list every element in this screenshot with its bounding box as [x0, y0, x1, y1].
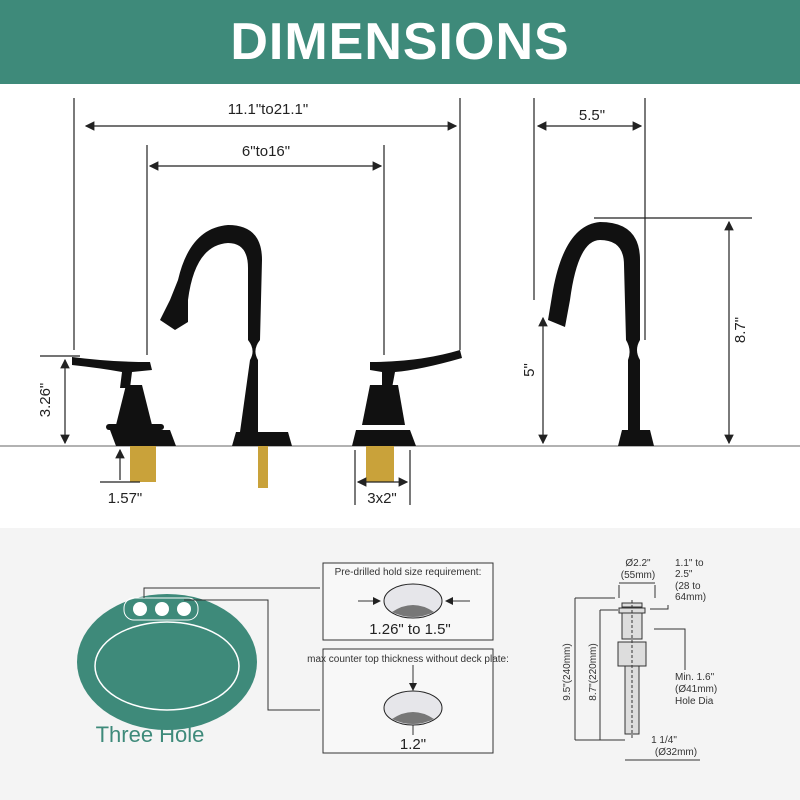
center-spout — [160, 225, 292, 488]
front-faucet-set — [72, 225, 462, 488]
drain-range: 1.1" to — [675, 558, 704, 569]
center-spread-label: 6"to16" — [242, 143, 290, 160]
hole-requirement-value: 1.26" to 1.5" — [369, 621, 451, 638]
faucet-hole — [133, 602, 147, 616]
drain-hole-dia: (Ø41mm) — [675, 684, 717, 695]
drain-hole-dia: Hole Dia — [675, 696, 714, 707]
dimension-lines — [40, 98, 752, 505]
total-height-label: 8.7" — [732, 317, 749, 343]
hole-diagrams — [383, 583, 443, 726]
base-size-label: 3x2" — [367, 490, 397, 507]
page-title: DIMENSIONS — [230, 13, 570, 71]
faucet-hole — [177, 602, 191, 616]
drain-pipe-dia-mm: (Ø32mm) — [655, 747, 697, 758]
drain-top-dia: Ø2.2" — [625, 558, 651, 569]
drain-top-dia-mm: (55mm) — [621, 570, 655, 581]
overall-width-label: 11.1"to21.1" — [228, 101, 308, 118]
faucet-hole — [155, 602, 169, 616]
drain-range: (28 to — [675, 581, 701, 592]
left-handle — [72, 357, 176, 482]
shank-length-label: 1.57" — [108, 490, 143, 507]
drain-body-length: 8.7"(220mm) — [588, 643, 599, 700]
header-banner: DIMENSIONS — [0, 0, 800, 84]
hole-requirement-title: Pre-drilled hold size requirement: — [335, 567, 482, 578]
right-handle — [352, 350, 462, 482]
counter-thickness-title: max counter top thickness without deck p… — [307, 654, 509, 665]
sink-type-label: Three Hole — [96, 722, 205, 747]
drain-dimension-lines — [574, 582, 700, 761]
handle-height-label: 3.26" — [37, 383, 54, 418]
sink-illustration — [77, 594, 257, 730]
counter-thickness-value: 1.2" — [400, 736, 426, 753]
drain-range: 64mm) — [675, 592, 706, 603]
spout-reach-label: 5.5" — [579, 107, 605, 124]
drain-total-length: 9.5"(240mm) — [562, 643, 573, 700]
side-faucet — [548, 222, 654, 446]
drain-hole-dia: Min. 1.6" — [675, 672, 715, 683]
spout-height-label: 5" — [521, 363, 538, 377]
drain-illustration — [617, 600, 647, 740]
drain-range: 2.5" — [675, 569, 693, 580]
drain-pipe-dia: 1 1/4" — [651, 735, 677, 746]
